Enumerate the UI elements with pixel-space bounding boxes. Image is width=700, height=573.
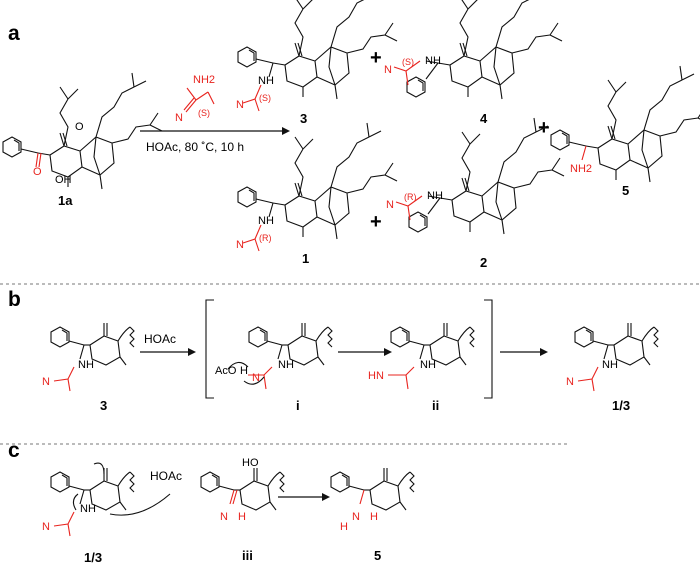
reaction-arrowhead-a <box>282 127 290 135</box>
reagent-c: HOAc <box>150 469 182 483</box>
stereo-1: (R) <box>259 233 272 243</box>
scheme-c-product-5 <box>330 467 415 511</box>
atom-oh-1a: OH <box>55 174 72 186</box>
plus-sign-3: + <box>370 211 382 233</box>
scheme-b-intermediate-i <box>227 322 333 390</box>
atom-n-3: N <box>236 99 244 111</box>
bracket-right <box>484 299 493 399</box>
reaction-conditions: HOAc, 80 ˚C, 10 h <box>146 140 244 154</box>
compound-label-2: 2 <box>480 255 487 270</box>
atom-h-5b: H <box>370 511 378 523</box>
curved-arrow-c <box>109 493 171 516</box>
label-b-3: 3 <box>100 398 107 413</box>
atom-h-5a: H <box>340 521 348 533</box>
arrowhead-b2 <box>384 348 392 356</box>
atom-o-1a: O <box>33 166 42 178</box>
compound-2-structure <box>395 117 565 235</box>
atom-h-iii: H <box>238 511 246 523</box>
compound-label-3: 3 <box>300 111 307 126</box>
plus-sign-1: + <box>370 47 382 69</box>
panel-label-b: b <box>8 288 21 311</box>
atom-nh2-5: NH2 <box>570 163 592 175</box>
atom-n-b13: N <box>566 376 574 388</box>
atom-n-iii: N <box>220 511 228 523</box>
label-b-13: 1/3 <box>612 398 630 413</box>
label-c-iii: iii <box>242 548 253 563</box>
arrowhead-c2 <box>322 493 330 501</box>
atom-nh-4: NH <box>425 55 441 67</box>
atom-n-4: N <box>384 64 392 76</box>
compound-label-5: 5 <box>622 183 629 198</box>
label-c-13: 1/3 <box>84 550 102 565</box>
panel-label-c: c <box>8 439 20 462</box>
scheme-b-product-13 <box>574 322 659 392</box>
acoh-label: AcO <box>215 365 237 377</box>
compound-4-structure <box>393 0 563 100</box>
atom-nh-ii: NH <box>420 359 436 371</box>
compound-5-structure <box>550 65 700 183</box>
stereo-2: (R) <box>404 192 417 202</box>
reagent-stereo: (S) <box>198 108 210 118</box>
atom-nh-1: NH <box>258 215 274 227</box>
atom-n-1: N <box>236 239 244 251</box>
label-c-5: 5 <box>374 548 381 563</box>
atom-nh-c13: NH <box>80 503 96 515</box>
atom-h-i: H <box>240 365 248 377</box>
compound-label-1a: 1a <box>58 193 73 208</box>
bracket-left <box>205 299 214 399</box>
scheme-b-compound-3 <box>50 322 135 392</box>
reagent-n: N <box>175 112 183 124</box>
atom-n-c13: N <box>42 521 50 533</box>
reagent-nh2: NH2 <box>193 74 215 86</box>
reagent-b: HOAc <box>144 332 176 346</box>
atom-ho-iii: HO <box>242 457 259 469</box>
atom-nh-2: NH <box>427 190 443 202</box>
compound-3-structure <box>237 0 398 112</box>
atom-n-b3: N <box>42 376 50 388</box>
stereo-4: (S) <box>402 57 414 67</box>
atom-nh-3: NH <box>258 75 274 87</box>
compound-1-structure <box>237 122 398 252</box>
arrowhead-b1 <box>188 348 196 356</box>
arrowhead-b3 <box>540 348 548 356</box>
label-b-ii: ii <box>432 398 439 413</box>
atom-n-5: N <box>352 511 360 523</box>
atom-obridge-1a: O <box>75 121 84 133</box>
compound-1a-structure <box>2 72 163 190</box>
label-b-i: i <box>296 398 300 413</box>
atom-nh-b13: NH <box>602 359 618 371</box>
stereo-3: (S) <box>259 93 271 103</box>
scheme-b-intermediate-ii <box>388 322 475 390</box>
atom-nh-i: NH <box>278 359 294 371</box>
atom-nh-b3: NH <box>78 359 94 371</box>
reagent-aminonitrile <box>183 87 215 113</box>
atom-n-i: N <box>252 372 260 384</box>
atom-hn-ii: HN <box>368 370 384 382</box>
compound-label-1: 1 <box>302 251 309 266</box>
compound-label-4: 4 <box>480 111 488 126</box>
scheme-c-compound-13 <box>50 462 135 537</box>
scheme-c-intermediate-iii <box>200 467 285 511</box>
atom-n-2: N <box>386 199 394 211</box>
panel-label-a: a <box>8 22 20 45</box>
